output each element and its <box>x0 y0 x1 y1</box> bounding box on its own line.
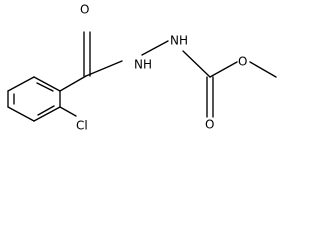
hydrazine-nh-label: NH <box>170 34 188 48</box>
carbamate-to-oxygen-bond <box>209 61 238 78</box>
aromatic-inner-bond-2 <box>37 105 55 116</box>
nh-to-carbamate-carbon-bond <box>182 50 211 78</box>
chemical-structure: O NH NH O O Cl <box>7 3 277 133</box>
ring-to-carbonyl-bond <box>59 75 87 92</box>
structure-diagram: O NH NH O O Cl <box>7 2 277 133</box>
ring-bond-6 <box>7 76 35 92</box>
ring-bond-3 <box>33 106 61 122</box>
ring-bond-5 <box>33 76 61 92</box>
hydrazide-nh-label: NH <box>134 58 152 72</box>
carbonyl-to-nh-bond <box>85 60 123 77</box>
nh-to-nh-bond <box>141 40 169 56</box>
carbamate-carbonyl-oxygen-label: O <box>205 118 214 132</box>
aromatic-inner-bond-3 <box>36 82 54 92</box>
carbamate-ester-oxygen-label: O <box>238 55 247 69</box>
chlorine-label: Cl <box>76 119 88 133</box>
oxygen-to-methyl-bond <box>249 61 277 78</box>
chlorine-bond <box>59 106 77 117</box>
carbonyl-oxygen-label-left: O <box>80 3 89 17</box>
ring-bond-2 <box>7 106 35 122</box>
